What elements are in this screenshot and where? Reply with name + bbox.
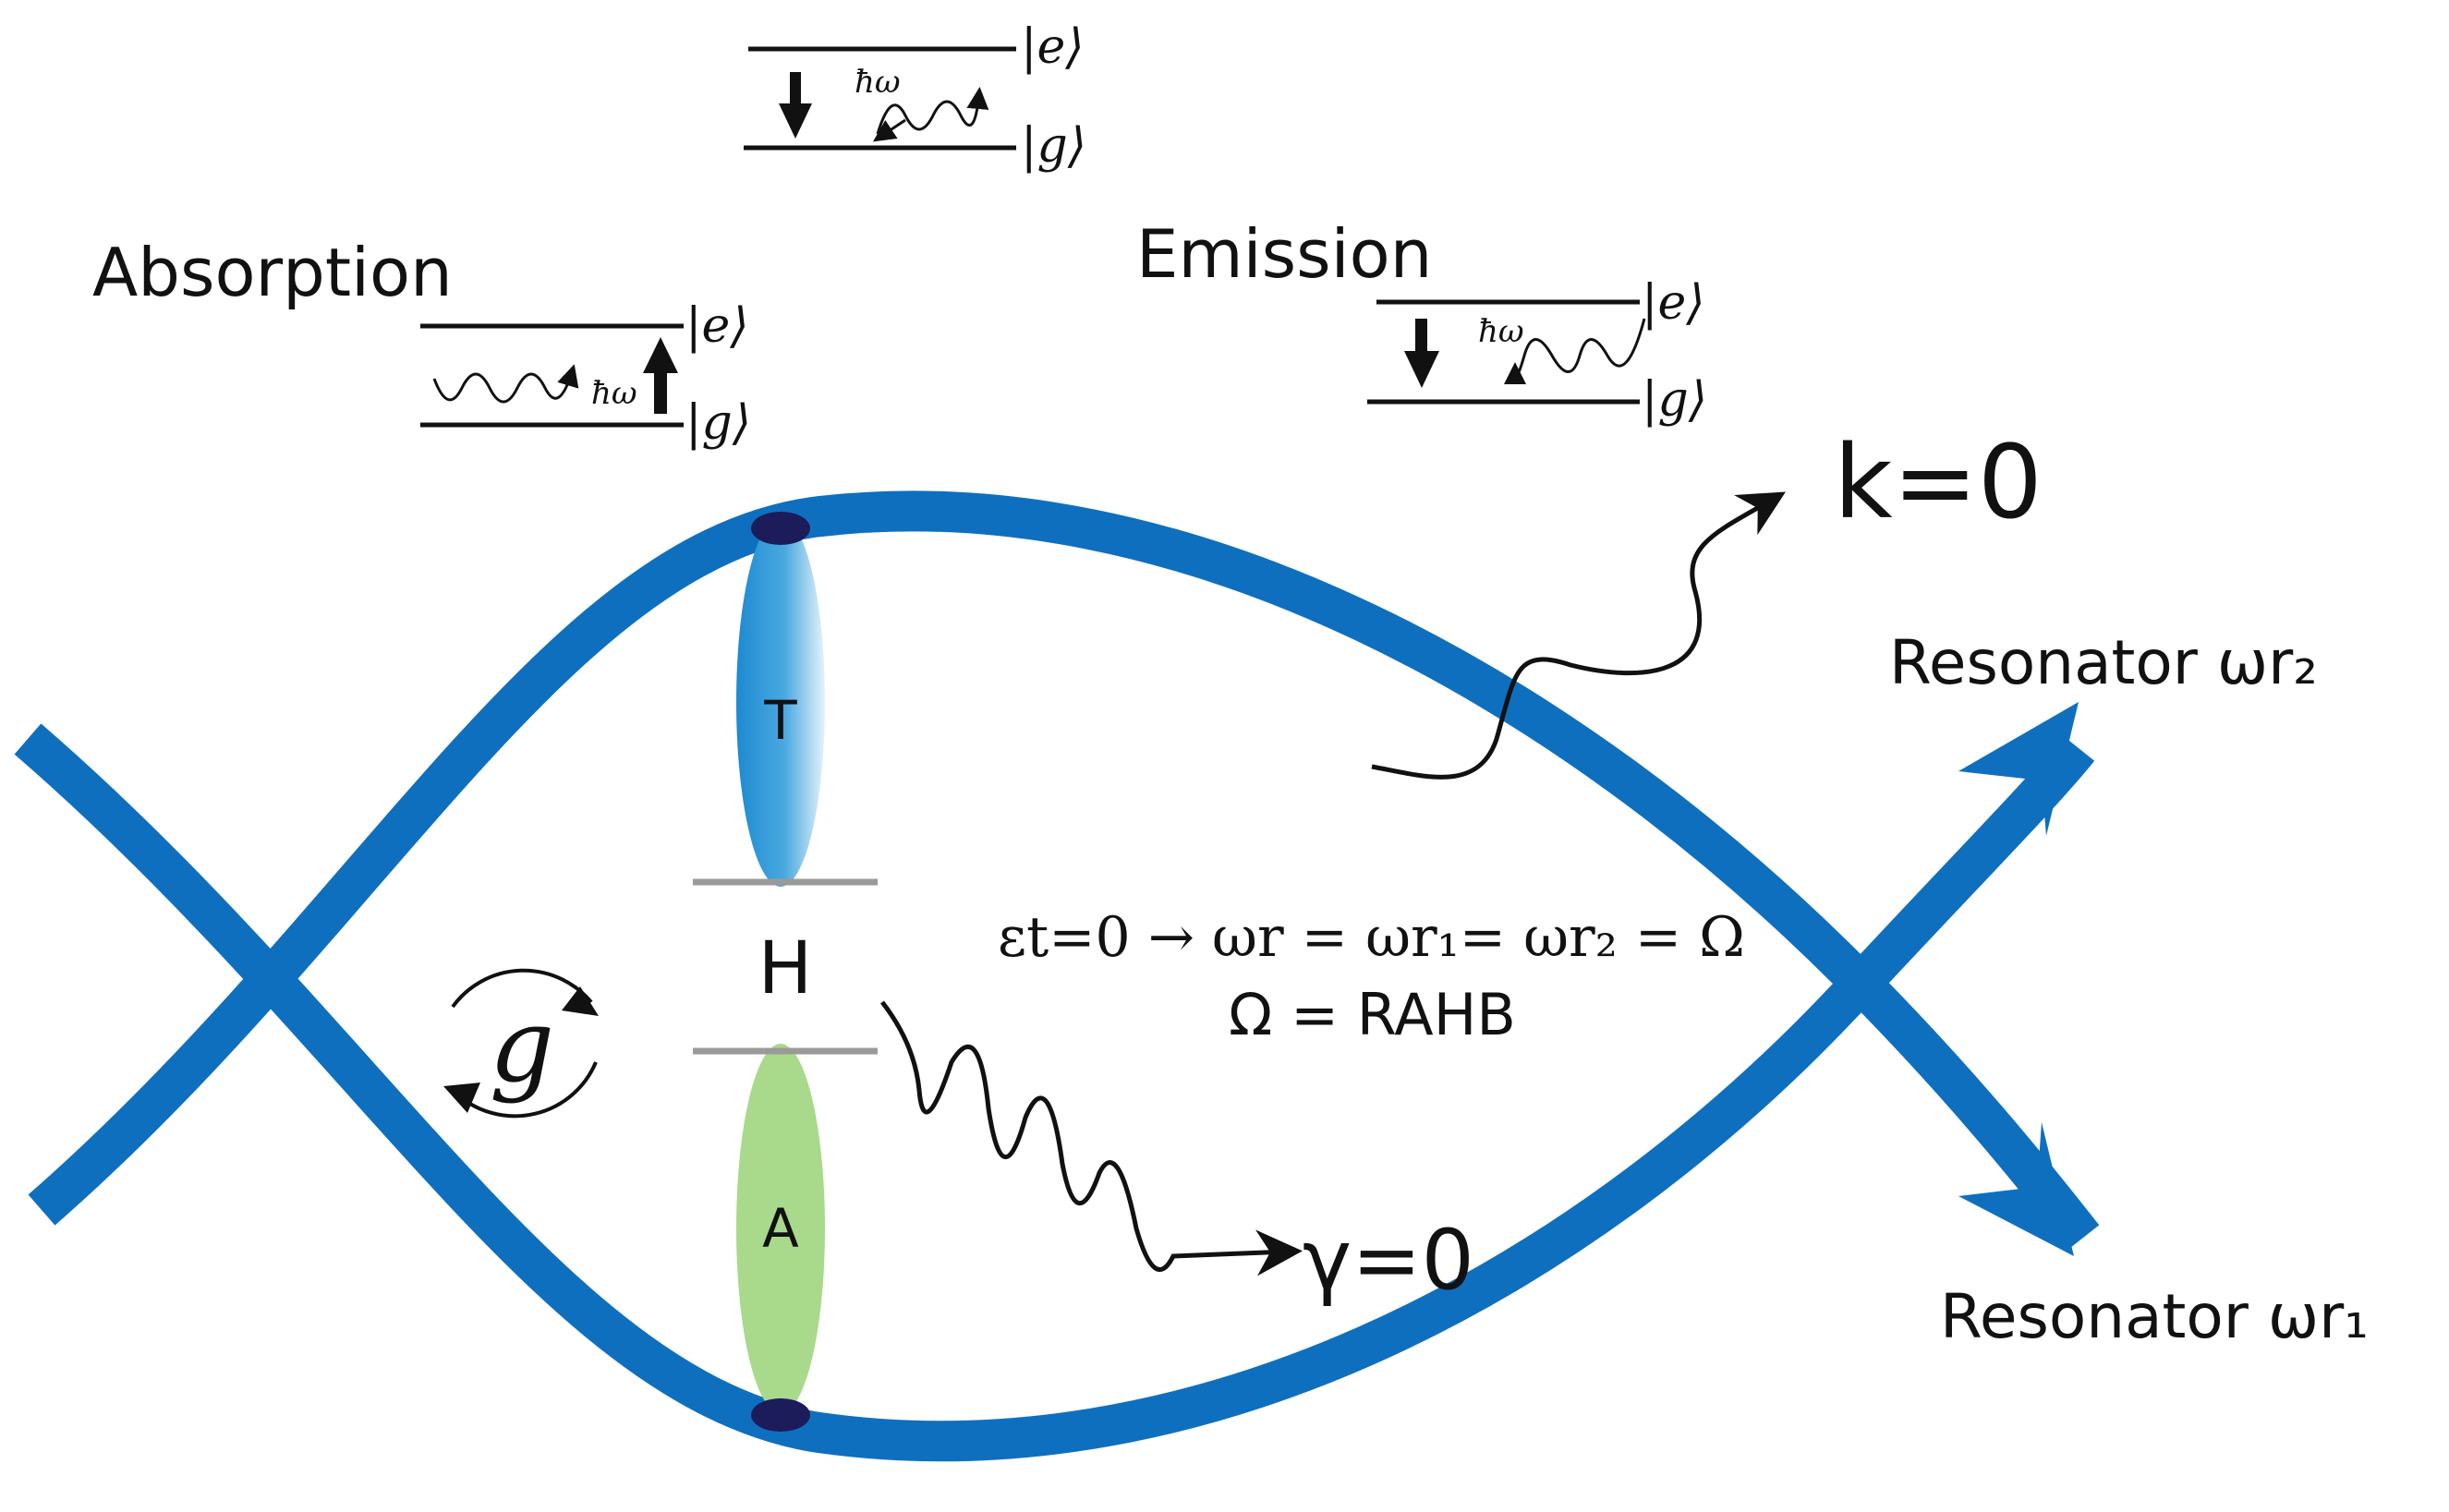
coupling-label: g [490,986,554,1105]
resonator-r2-label: Resonator ωr₂ [1889,627,2318,698]
ground-ket: |g⟩ [685,395,751,451]
photon-label: ħω [1478,313,1524,350]
arrowhead-r1-icon [1958,1122,2074,1256]
t-lobe [736,517,825,887]
small-arrow-icon [873,118,906,142]
bottom-node [751,1398,810,1432]
wavy-arrow-icon [432,364,579,404]
absorption-diagram: Absorption ħω |e⟩ |g⟩ [92,234,751,451]
k-zero-label: k=0 [1834,423,2043,541]
k-zero-wavy-arrow-icon [1371,491,1786,780]
a-lobe [736,1044,825,1413]
down-arrow-icon [779,72,812,139]
excited-ket: |e⟩ [1642,275,1705,331]
photon-label: ħω [855,64,901,101]
excited-ket: |e⟩ [1021,19,1085,75]
gamma-zero-wavy-arrow-icon [880,1000,1303,1276]
top-level-diagram: ħω |e⟩ |g⟩ [744,19,1086,174]
emission-label: Emission [1136,215,1432,293]
wavy-arrow-icon [1504,318,1646,385]
photon-label: ħω [591,375,637,412]
resonator-curve-r1 [28,490,2100,1251]
down-arrow-icon [1404,319,1439,388]
equation-line2: Ω = RAHB [1229,981,1516,1048]
emission-diagram: Emission ħω |e⟩ |g⟩ [1136,215,1707,428]
circular-arrows-icon [443,968,599,1119]
resonator-curve-r2 [14,723,2095,1462]
t-label: T [763,689,797,752]
excited-ket: |e⟩ [685,298,749,354]
ground-ket: |g⟩ [1021,118,1086,174]
absorption-label: Absorption [92,234,453,311]
resonator-curves [14,490,2100,1462]
h-label: H [758,927,813,1010]
wavy-arrow-icon [876,87,989,135]
equation-line1: εt=0 → ωr = ωr₁= ωr₂ = Ω [998,905,1745,970]
arrowhead-r2-icon [1958,702,2079,836]
top-node [751,512,810,545]
resonator-r1-label: Resonator ωr₁ [1940,1281,2369,1352]
up-arrow-icon [643,337,678,414]
gamma-zero-label: γ=0 [1303,1212,1474,1309]
ground-ket: |g⟩ [1642,372,1707,428]
a-label: A [762,1197,799,1260]
